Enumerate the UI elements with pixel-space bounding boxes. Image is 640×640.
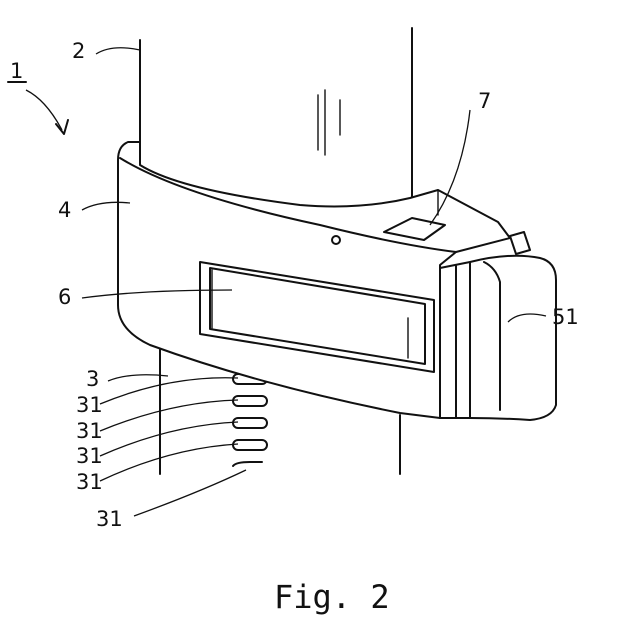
label-slot-2: 31: [76, 419, 103, 443]
label-slot-5: 31: [96, 507, 123, 531]
slots: [233, 374, 267, 466]
side-handle: [440, 232, 556, 420]
figure-caption: Fig. 2: [274, 578, 390, 616]
label-column: 2: [72, 39, 85, 63]
label-lower-column: 3: [86, 367, 99, 391]
label-window: 6: [58, 285, 71, 309]
label-slot-3: 31: [76, 444, 103, 468]
label-slot-4: 31: [76, 470, 103, 494]
label-side-handle: 51: [552, 305, 579, 329]
slot-2: [233, 396, 267, 406]
label-device: 1: [10, 59, 23, 83]
slot-4: [233, 440, 267, 450]
slot-3: [233, 418, 267, 428]
device-arrow: [8, 82, 68, 134]
slot-5: [233, 462, 262, 466]
label-top-part: 7: [478, 89, 491, 113]
label-body: 4: [58, 198, 71, 222]
label-slot-1: 31: [76, 393, 103, 417]
